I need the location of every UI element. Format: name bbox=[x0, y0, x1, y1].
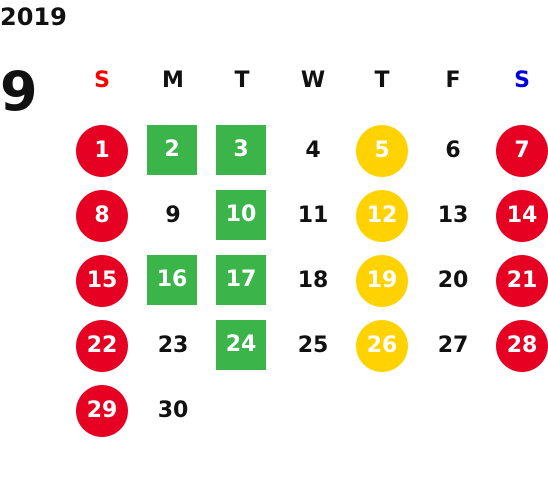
weekday-monday: M bbox=[162, 68, 184, 93]
day-2[interactable]: 2 bbox=[147, 125, 197, 175]
weekday-wednesday: W bbox=[300, 68, 326, 93]
month-label: 9 bbox=[0, 60, 38, 123]
day-11[interactable]: 11 bbox=[297, 203, 329, 228]
day-21[interactable]: 21 bbox=[496, 255, 548, 307]
day-27[interactable]: 27 bbox=[437, 333, 469, 358]
day-23[interactable]: 23 bbox=[157, 333, 189, 358]
weekday-saturday: S bbox=[514, 68, 530, 93]
day-8[interactable]: 8 bbox=[76, 190, 128, 242]
day-22[interactable]: 22 bbox=[76, 320, 128, 372]
day-6[interactable]: 6 bbox=[445, 138, 461, 163]
day-30[interactable]: 30 bbox=[157, 398, 189, 423]
day-13[interactable]: 13 bbox=[437, 203, 469, 228]
weekday-sunday: S bbox=[94, 68, 110, 93]
day-3[interactable]: 3 bbox=[216, 125, 266, 175]
day-10[interactable]: 10 bbox=[216, 190, 266, 240]
year-label: 2019 bbox=[0, 3, 67, 31]
day-18[interactable]: 18 bbox=[297, 268, 329, 293]
day-1[interactable]: 1 bbox=[76, 125, 128, 177]
weekday-friday: F bbox=[445, 68, 461, 93]
day-14[interactable]: 14 bbox=[496, 190, 548, 242]
day-7[interactable]: 7 bbox=[496, 125, 548, 177]
day-16[interactable]: 16 bbox=[147, 255, 197, 305]
day-20[interactable]: 20 bbox=[437, 268, 469, 293]
day-26[interactable]: 26 bbox=[356, 320, 408, 372]
day-4[interactable]: 4 bbox=[305, 138, 321, 163]
day-12[interactable]: 12 bbox=[356, 190, 408, 242]
day-24[interactable]: 24 bbox=[216, 320, 266, 370]
weekday-tuesday: T bbox=[234, 68, 250, 93]
day-19[interactable]: 19 bbox=[356, 255, 408, 307]
day-25[interactable]: 25 bbox=[297, 333, 329, 358]
day-28[interactable]: 28 bbox=[496, 320, 548, 372]
day-5[interactable]: 5 bbox=[356, 125, 408, 177]
day-9[interactable]: 9 bbox=[165, 203, 181, 228]
day-29[interactable]: 29 bbox=[76, 385, 128, 437]
weekday-thursday: T bbox=[374, 68, 390, 93]
day-15[interactable]: 15 bbox=[76, 255, 128, 307]
day-17[interactable]: 17 bbox=[216, 255, 266, 305]
